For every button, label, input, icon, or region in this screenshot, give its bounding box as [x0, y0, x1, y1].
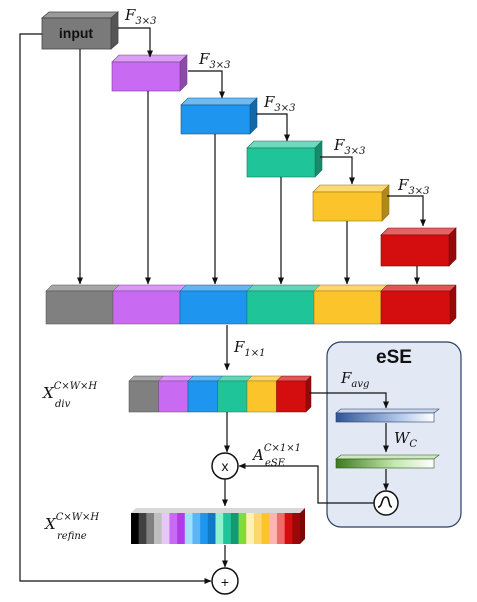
xrefine-stripe-20	[276, 513, 285, 544]
xrefine-stripe-18	[261, 513, 270, 544]
f3x3-label-4: F3×3	[333, 136, 366, 157]
xrefine-stripe-16	[246, 513, 255, 544]
xrefine-stripe-13	[223, 513, 232, 544]
concat-segment-6	[380, 284, 457, 325]
stage-box-4	[312, 184, 390, 222]
favg-label: Favg	[340, 369, 369, 390]
concat-segment-4	[246, 284, 321, 325]
sigmoid-icon	[373, 490, 399, 516]
ese-panel	[326, 341, 462, 528]
xrefine-stripe-17	[253, 513, 262, 544]
xrefine-stripe-8	[184, 513, 193, 544]
ese-title: eSE	[376, 347, 412, 368]
xrefine-stripe-10	[200, 513, 209, 544]
xrefine-stripe-2	[138, 513, 147, 544]
concat-segment-5	[313, 284, 388, 325]
stage-box-2	[180, 97, 258, 135]
xdiv-sub: div	[55, 399, 71, 410]
f3x3-label-5: F3×3	[397, 176, 430, 197]
f3x3-label-3: F3×3	[263, 93, 296, 114]
xrefine-feature-bar	[131, 508, 305, 544]
xrefine-stripe-9	[192, 513, 201, 544]
xdiv-label: XC×W×H	[42, 381, 97, 402]
xrefine-stripe-15	[238, 513, 247, 544]
xdiv-segment-4	[216, 375, 253, 413]
xrefine-stripe-4	[154, 513, 163, 544]
xrefine-stripe-7	[177, 513, 186, 544]
xdiv-segment-2	[157, 375, 194, 413]
input-label: input	[59, 25, 94, 41]
f3x3-label-2: F3×3	[198, 50, 231, 71]
svg-text:x: x	[222, 458, 229, 474]
concat-segment-2	[112, 284, 187, 325]
xrefine-stripe-22	[292, 513, 301, 544]
xrefine-label: XC×W×H	[44, 512, 99, 533]
concat-segment-1	[45, 284, 120, 325]
xrefine-stripe-1	[131, 513, 139, 544]
stage-box-1	[111, 54, 188, 92]
xrefine-stripe-5	[161, 513, 170, 544]
stage-box-3	[246, 140, 323, 178]
xdiv-segment-5	[246, 375, 283, 413]
xrefine-stripe-12	[215, 513, 224, 544]
wc-label: WC	[394, 429, 417, 450]
cascade-stages	[111, 54, 457, 267]
pooled-vector-bar	[335, 408, 440, 423]
attention-label: AC×1×1	[251, 443, 301, 464]
xrefine-sub: refine	[57, 531, 87, 542]
f3x3-label-1: F3×3	[124, 6, 157, 27]
xrefine-side-face	[300, 508, 305, 544]
f1x1-label: F1×1	[233, 338, 266, 359]
multiply-operator: x	[211, 452, 239, 480]
stage-box-5	[380, 227, 457, 267]
xrefine-stripe-6	[169, 513, 178, 544]
fc-vector-bar	[335, 454, 440, 469]
xrefine-stripe-14	[230, 513, 239, 544]
attention-sub: eSE	[265, 458, 286, 469]
concat-segment-3	[179, 284, 254, 325]
svg-text:+: +	[221, 574, 229, 590]
concatenated-feature-bar	[45, 284, 457, 325]
xrefine-top-face	[131, 508, 305, 513]
xdiv-segment-6	[275, 375, 312, 413]
xrefine-stripe-19	[269, 513, 278, 544]
xrefine-stripe-11	[207, 513, 216, 544]
xrefine-stripe-21	[284, 513, 293, 544]
input-block: input	[40, 11, 120, 50]
xrefine-stripe-3	[146, 513, 155, 544]
connections	[19, 27, 426, 584]
add-operator: +	[211, 567, 239, 595]
xdiv-feature-bar	[128, 375, 312, 413]
